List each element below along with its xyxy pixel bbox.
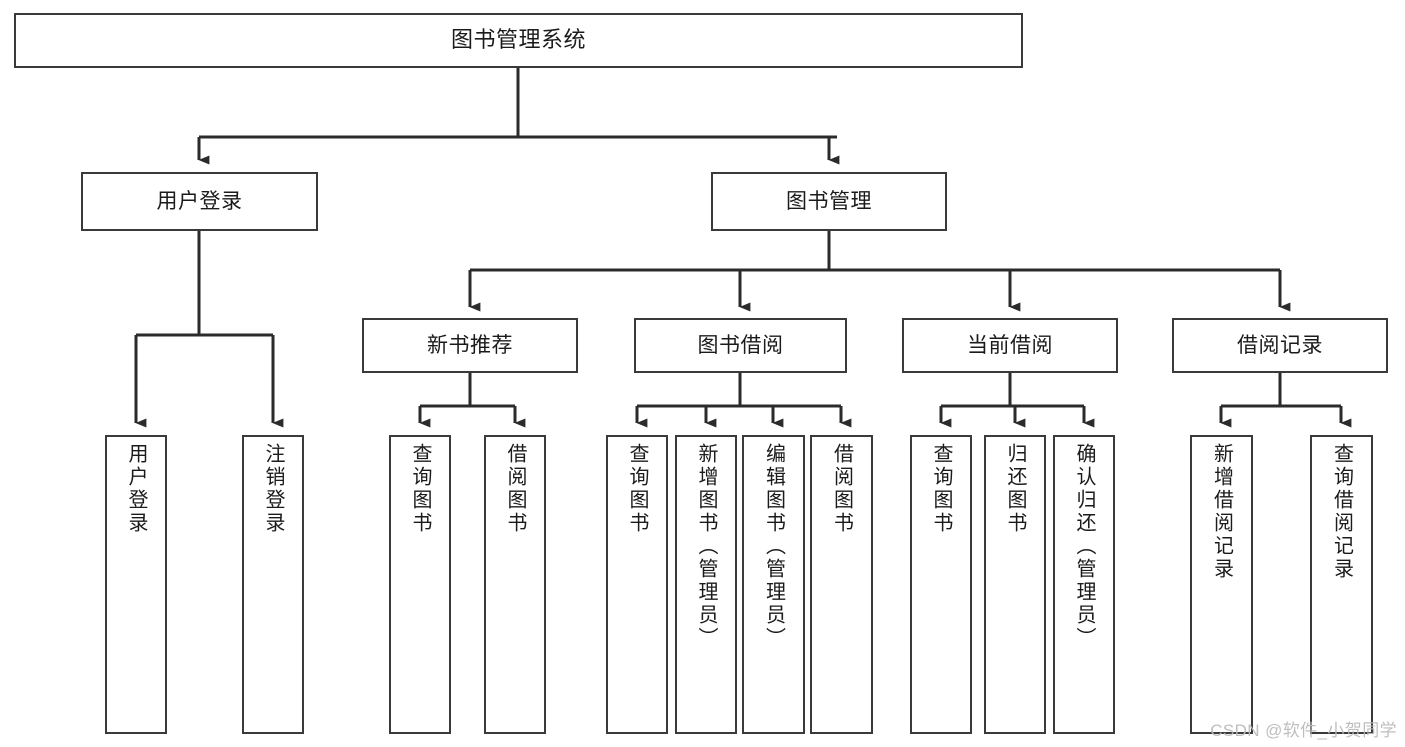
node-book-manage-label: 图书管理 [786,189,872,213]
node-leaf-confirm-return[interactable]: 确认归还（管理员） [1053,435,1115,734]
node-book-borrow-label: 图书借阅 [697,333,784,357]
node-leaf-edit-book[interactable]: 编辑图书（管理员） [742,435,805,734]
node-current-borrow-label: 当前借阅 [967,333,1053,357]
node-leaf-query-book-current[interactable]: 查询图书 [910,435,972,734]
node-leaf-query-book-borrow-label: 查询图书 [626,443,648,535]
node-leaf-add-book[interactable]: 新增图书（管理员） [675,435,737,734]
node-leaf-add-borrow-record[interactable]: 新增借阅记录 [1190,435,1253,734]
node-leaf-query-book-rec-label: 查询图书 [409,443,431,535]
node-book-borrow[interactable]: 图书借阅 [634,318,847,373]
node-root[interactable]: 图书管理系统 [14,13,1023,68]
node-leaf-return-book[interactable]: 归还图书 [984,435,1046,734]
node-book-manage[interactable]: 图书管理 [711,172,947,231]
node-leaf-query-book-current-label: 查询图书 [930,443,952,535]
node-leaf-user-logout[interactable]: 注销登录 [242,435,304,734]
node-leaf-user-logout-label: 注销登录 [262,443,284,535]
node-leaf-borrow-book-rec[interactable]: 借阅图书 [484,435,546,734]
node-root-label: 图书管理系统 [450,27,586,53]
node-new-book-recommend-label: 新书推荐 [427,333,513,357]
node-leaf-return-book-label: 归还图书 [1004,443,1026,535]
node-leaf-add-book-label: 新增图书（管理员） [695,443,717,650]
node-leaf-borrow-book-rec-label: 借阅图书 [504,443,526,535]
node-leaf-query-borrow-record[interactable]: 查询借阅记录 [1310,435,1373,734]
node-leaf-query-book-rec[interactable]: 查询图书 [389,435,451,734]
node-user-login-label: 用户登录 [156,189,243,213]
node-leaf-query-borrow-record-label: 查询借阅记录 [1330,443,1353,581]
node-leaf-user-login-label: 用户登录 [125,443,147,535]
node-leaf-user-login[interactable]: 用户登录 [105,435,167,734]
node-borrow-record[interactable]: 借阅记录 [1172,318,1388,373]
watermark-text: CSDN @软件_小贺同学 [1210,721,1397,740]
node-leaf-borrow-book[interactable]: 借阅图书 [810,435,873,734]
node-leaf-add-borrow-record-label: 新增借阅记录 [1210,443,1233,581]
node-current-borrow[interactable]: 当前借阅 [902,318,1118,373]
node-leaf-query-book-borrow[interactable]: 查询图书 [606,435,668,734]
node-borrow-record-label: 借阅记录 [1237,333,1323,357]
node-new-book-recommend[interactable]: 新书推荐 [362,318,578,373]
node-leaf-edit-book-label: 编辑图书（管理员） [762,443,785,650]
node-user-login[interactable]: 用户登录 [81,172,318,231]
node-leaf-borrow-book-label: 借阅图书 [830,443,853,535]
node-leaf-confirm-return-label: 确认归还（管理员） [1073,443,1095,650]
